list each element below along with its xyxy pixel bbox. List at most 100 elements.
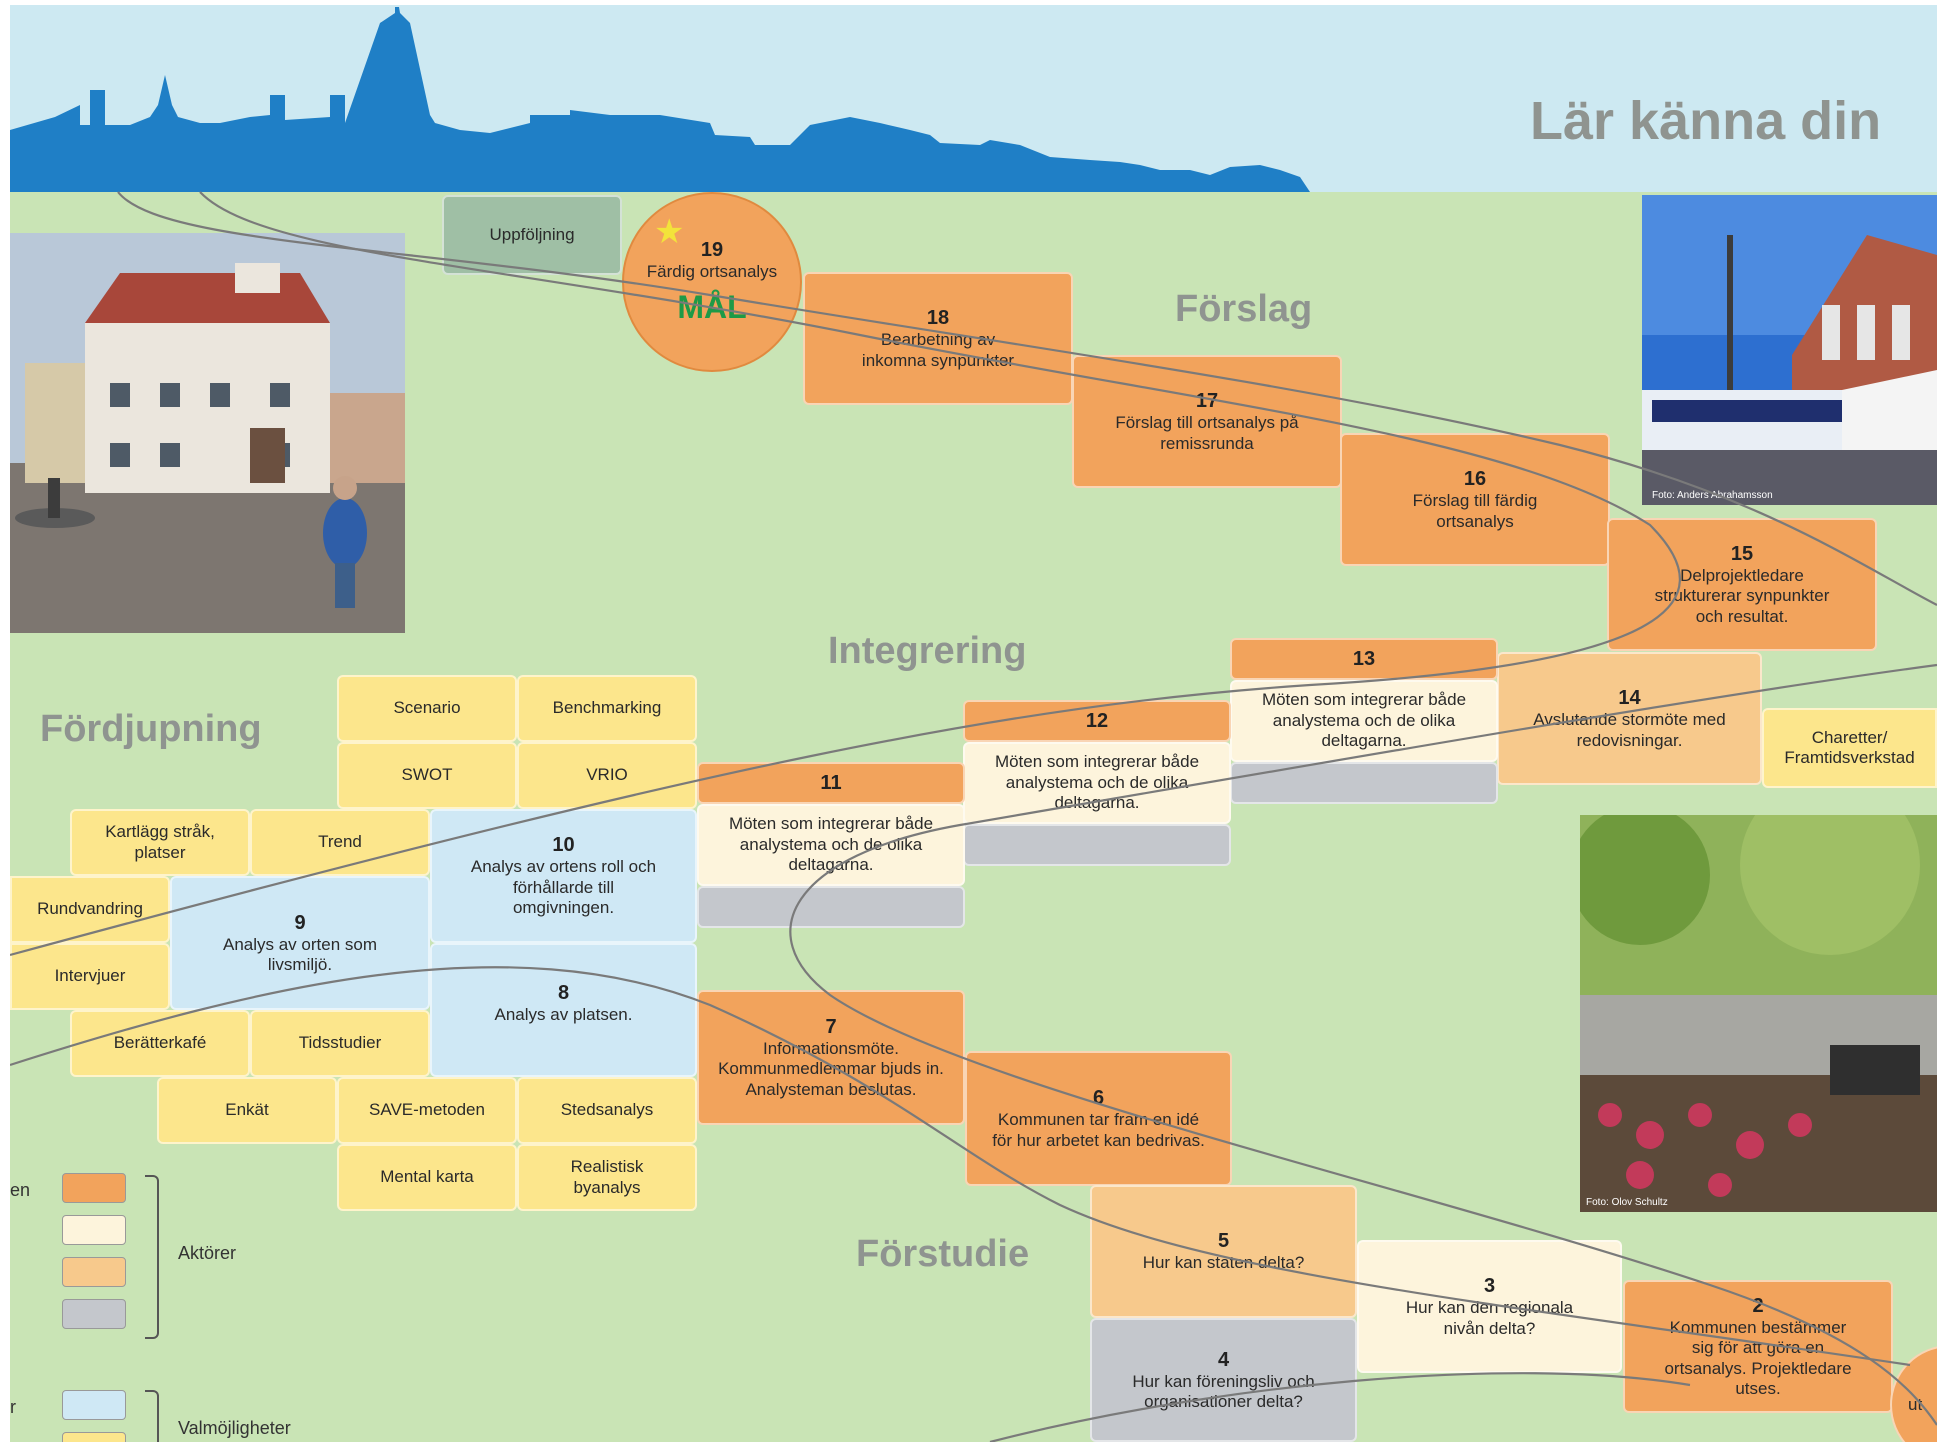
step-12-header: 12 — [963, 700, 1231, 742]
legend-swatch-cream — [62, 1215, 126, 1245]
step-6-number: 6 — [1092, 1087, 1105, 1110]
method-charetter: Charetter/ Framtidsverkstad — [1762, 708, 1937, 788]
step-17: 17 Förslag till ortsanalys på remissrund… — [1072, 355, 1342, 488]
method-intervjuer: Intervjuer — [10, 943, 170, 1010]
legend-swatch-dark-orange — [62, 1173, 126, 1203]
method-vrio-label: VRIO — [586, 765, 628, 785]
step-13-body: Möten som integrerar både analystema och… — [1230, 680, 1498, 762]
step-7-number: 7 — [825, 1015, 837, 1038]
method-scenario: Scenario — [337, 675, 517, 742]
step-11-number: 11 — [820, 772, 842, 794]
step-17-number: 17 — [1195, 390, 1219, 413]
photo-credit-train: Foto: Anders Abrahamsson — [1652, 490, 1773, 501]
step-5-number: 5 — [1217, 1230, 1230, 1253]
goal-number: 19 — [700, 238, 724, 261]
step-3-number: 3 — [1483, 1275, 1496, 1298]
legend-swatch-grey — [62, 1299, 126, 1329]
method-realistisk-label: Realistisk byanalys — [570, 1157, 644, 1197]
step-6: 6 Kommunen tar fram en idé för hur arbet… — [965, 1051, 1232, 1186]
method-vrio: VRIO — [517, 742, 697, 809]
step-1-partial-circle: ut — [1890, 1345, 1937, 1442]
step-10-number: 10 — [552, 834, 575, 857]
step-10: 10 Analys av ortens roll och förhållarde… — [430, 809, 697, 943]
step-11-body: Möten som integrerar både analystema och… — [697, 804, 965, 886]
process-diagram: Lär känna din — [10, 5, 1937, 1442]
method-berattarkafe: Berätterkafé — [70, 1010, 250, 1077]
legend-bracket-actors — [145, 1175, 159, 1339]
method-charetter-label: Charetter/ Framtidsverkstad — [1784, 727, 1915, 767]
method-rundvandring: Rundvandring — [10, 876, 170, 943]
heading-integrering: Integrering — [828, 630, 1027, 672]
step-14-text: Avslutande stormöte med redovisningar. — [1533, 710, 1726, 750]
step-2: 2 Kommunen bestämmer sig för att göra en… — [1623, 1280, 1893, 1413]
step-18: 18 Bearbetning av inkomna synpunkter — [803, 272, 1073, 405]
step-7-text: Informationsmöte. Kommunmedlemmar bjuds … — [718, 1038, 944, 1099]
method-save: SAVE-metoden — [337, 1077, 517, 1144]
step-13-footer — [1230, 762, 1498, 804]
legend-swatch-blue — [62, 1390, 126, 1420]
method-tidsstudier: Tidsstudier — [250, 1010, 430, 1077]
method-swot-label: SWOT — [401, 765, 453, 785]
step-14: 14 Avslutande stormöte med redovisningar… — [1497, 652, 1762, 785]
train-station-photo: Foto: Anders Abrahamsson — [1642, 195, 1937, 505]
step-2-number: 2 — [1752, 1294, 1764, 1317]
step-15-number: 15 — [1730, 542, 1754, 565]
heading-fordjupning: Fördjupning — [40, 708, 262, 750]
method-scenario-label: Scenario — [393, 698, 461, 718]
step-8-number: 8 — [557, 982, 570, 1004]
method-stedsanalys-label: Stedsanalys — [560, 1100, 654, 1120]
step-4: 4 Hur kan föreningsliv och organisatione… — [1090, 1318, 1357, 1442]
method-berattarkafe-label: Berätterkafé — [113, 1033, 207, 1053]
step-6-text: Kommunen tar fram en idé för hur arbetet… — [992, 1110, 1205, 1150]
step-5-text: Hur kan staten delta? — [1142, 1253, 1305, 1273]
step-3-text: Hur kan den regionala nivån delta? — [1405, 1298, 1574, 1338]
goal-circle: 19 Färdig ortsanalys MÅL ★ — [622, 192, 802, 372]
step-12: 12 Möten som integrerar både analystema … — [963, 700, 1231, 866]
legend-swatch-yellow — [62, 1432, 126, 1442]
city-skyline — [10, 7, 1310, 192]
method-rundvandring-label: Rundvandring — [37, 899, 143, 919]
step-16: 16 Förslag till färdig ortsanalys — [1340, 433, 1610, 566]
step-16-number: 16 — [1463, 468, 1487, 491]
step-9: 9 Analys av orten som livsmiljö. — [170, 876, 430, 1010]
followup-box: Uppföljning — [442, 195, 622, 275]
step-15: 15 Delprojektledare strukturerar synpunk… — [1607, 518, 1877, 651]
legend-swatch-light-orange — [62, 1257, 126, 1287]
star-icon: ★ — [654, 213, 685, 251]
legend-options-label: Valmöjligheter — [178, 1418, 291, 1438]
method-realistisk: Realistisk byanalys — [517, 1144, 697, 1211]
header-title: Lär känna din — [1530, 91, 1882, 151]
step-1-partial-text: ut — [1908, 1394, 1923, 1414]
step-14-number: 14 — [1618, 687, 1641, 710]
step-16-text: Förslag till färdig ortsanalys — [1412, 491, 1538, 531]
method-enkat-label: Enkät — [225, 1100, 269, 1120]
method-save-label: SAVE-metoden — [369, 1100, 485, 1120]
step-18-text: Bearbetning av inkomna synpunkter — [861, 330, 1015, 370]
step-8: 8 Analys av platsen. — [430, 943, 697, 1077]
method-mentalkarta-label: Mental karta — [380, 1167, 474, 1187]
step-12-body: Möten som integrerar både analystema och… — [963, 742, 1231, 824]
step-13-number: 13 — [1352, 648, 1376, 670]
legend-bracket-options — [145, 1390, 159, 1442]
method-tidsstudier-label: Tidsstudier — [298, 1033, 382, 1053]
step-4-number: 4 — [1217, 1348, 1230, 1371]
legend-actors-label: Aktörer — [178, 1243, 237, 1263]
goal-text: Färdig ortsanalys — [646, 261, 778, 281]
town-hall-photo — [10, 233, 405, 633]
step-2-text: Kommunen bestämmer sig för att göra en o… — [1664, 1317, 1852, 1398]
heading-forstudie: Förstudie — [856, 1233, 1030, 1275]
step-12-number: 12 — [1085, 710, 1109, 732]
step-3: 3 Hur kan den regionala nivån delta? — [1357, 1240, 1622, 1373]
method-kartlagg-label: Kartlägg stråk, platser — [105, 822, 215, 862]
step-18-number: 18 — [926, 307, 950, 330]
method-mentalkarta: Mental karta — [337, 1144, 517, 1211]
step-5: 5 Hur kan staten delta? — [1090, 1185, 1357, 1318]
method-enkat: Enkät — [157, 1077, 337, 1144]
heading-forslag: Förslag — [1175, 288, 1313, 330]
step-12-text: Möten som integrerar både analystema och… — [994, 752, 1200, 813]
step-7: 7 Informationsmöte. Kommunmedlemmar bjud… — [697, 990, 965, 1125]
step-4-text: Hur kan föreningsliv och organisationer … — [1132, 1371, 1315, 1411]
method-trend-label: Trend — [318, 832, 362, 852]
step-9-number: 9 — [294, 911, 306, 934]
step-12-footer — [963, 824, 1231, 866]
